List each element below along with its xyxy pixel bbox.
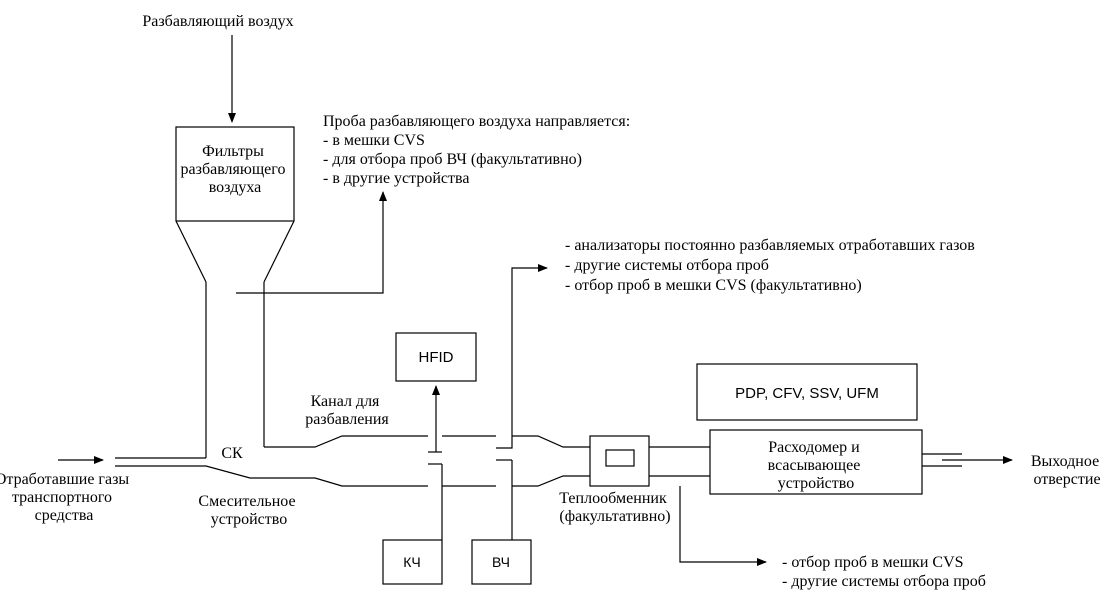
dilution-air-label: Разбавляющий воздух — [142, 13, 293, 30]
filter-label: Фильтры разбавляющего воздуха — [181, 143, 290, 196]
outlet-label: Выходное отверстие — [1031, 453, 1103, 488]
funnel-left-edge — [175, 220, 207, 283]
dilution-air-sample-line — [236, 191, 387, 294]
mixer-label: Смесительное устройство — [198, 493, 299, 528]
tunnel-bottom-wall-a — [115, 465, 428, 487]
heat-exchanger-core — [605, 449, 635, 467]
pdp-label: PDP, CFV, SSV, UFM — [735, 385, 879, 402]
flowmeter-box — [709, 429, 923, 495]
pm-label: КЧ — [403, 554, 421, 570]
analyzer-destinations: - анализаторы постоянно разбавляемых отр… — [565, 237, 979, 294]
flowmeter-label: Расходомер и всасывающее устройство — [768, 439, 865, 492]
hc-label: ВЧ — [492, 554, 510, 570]
hc-box — [471, 539, 532, 585]
tunnel-label: Канал для разбавления — [305, 393, 389, 428]
exhaust-label: Отработавшие газы транспортного средства — [0, 471, 133, 524]
tunnel-top-wall-a — [264, 435, 428, 448]
tunnel-bottom-wall-c — [512, 475, 590, 487]
funnel-right-edge — [263, 220, 295, 283]
bag-sample-destinations: - отбор проб в мешки CVS - другие систем… — [782, 554, 986, 590]
sample-destinations: - в мешки CVS - для отбора проб ВЧ (факу… — [323, 132, 586, 187]
hfid-label: HFID — [419, 349, 454, 366]
pm-box — [382, 539, 443, 585]
analyzer-sample-line — [496, 264, 548, 449]
sample-heading: Проба разбавляющего воздуха направляется… — [323, 113, 630, 130]
hfid-box — [395, 332, 477, 382]
pdp-box — [696, 363, 918, 421]
bag-sample-line — [679, 486, 767, 566]
tunnel-top-wall-c — [512, 435, 590, 448]
dilution-air-filter-box — [175, 126, 295, 222]
heat-exchanger-label: Теплообменник (факультативно) — [559, 490, 670, 525]
ck-label: СК — [221, 445, 243, 462]
